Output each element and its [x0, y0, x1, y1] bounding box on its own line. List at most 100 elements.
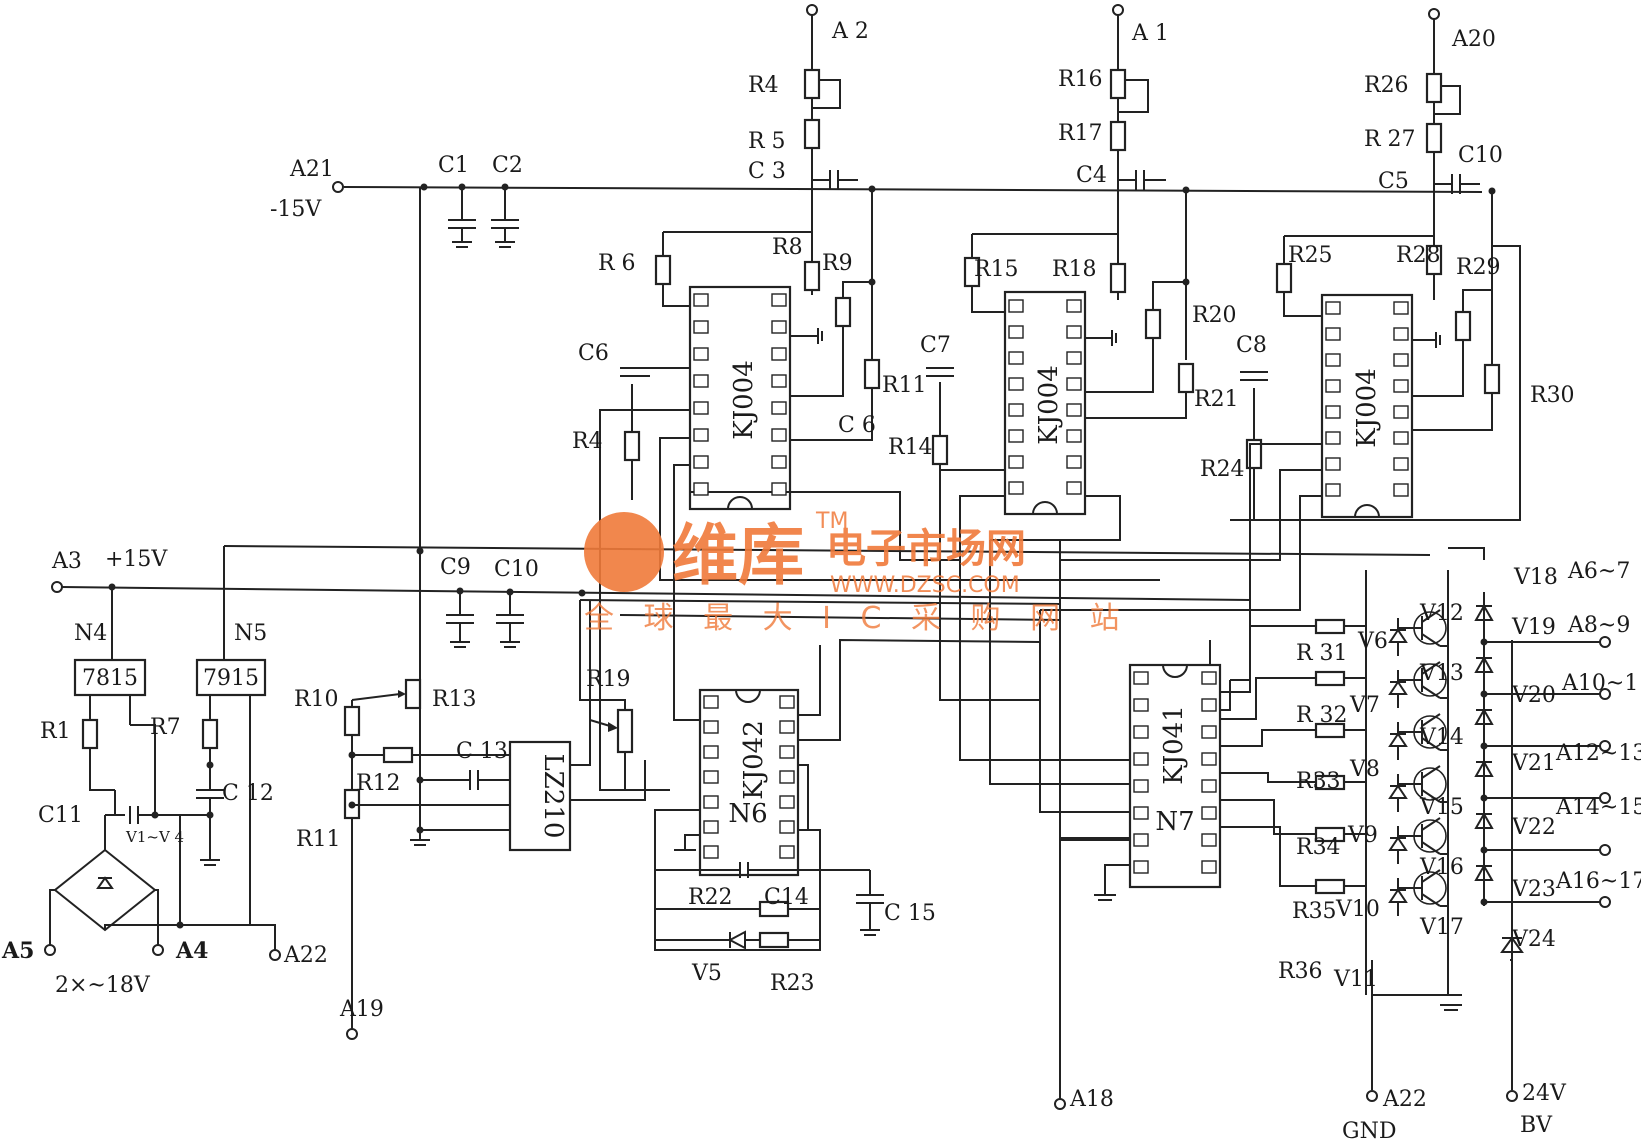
- kj004-1-pin: [693, 482, 709, 496]
- kj004-1-pin: [693, 428, 709, 442]
- output-row: [1220, 799, 1611, 864]
- kj004-1-pin: [693, 320, 709, 334]
- kj004-chip-2: KJ004: [1003, 290, 1087, 516]
- kj042-pin: [703, 770, 719, 784]
- kj041-pin: [1133, 860, 1149, 874]
- kj004-3-pin: [1325, 353, 1341, 367]
- reg-7915-label: 7915: [203, 666, 259, 691]
- kj042-pin: [703, 820, 719, 834]
- a2-terminal[interactable]: [806, 4, 818, 16]
- kj004-1-pin: [693, 401, 709, 415]
- kj004-2-pin: [1008, 325, 1024, 339]
- kj041-pin: [1201, 671, 1217, 685]
- kj004-2-pin: [1066, 351, 1082, 365]
- kj004-2-pin: [1008, 481, 1024, 495]
- minus15v-rail: [332, 181, 1496, 195]
- reference-network: [343, 678, 570, 1040]
- capacitor-c2: [491, 187, 519, 248]
- kj004-1-pin: [771, 455, 787, 469]
- protection-diode: [1388, 888, 1408, 903]
- output-terminal[interactable]: [1599, 740, 1611, 752]
- a4-terminal[interactable]: [152, 944, 164, 956]
- a20-terminal[interactable]: [1428, 8, 1440, 20]
- kj041-pin: [1201, 779, 1217, 793]
- regulator-7915: 7915: [195, 658, 267, 925]
- kj004-3-pin: [1325, 457, 1341, 471]
- kj004-3-pin: [1393, 327, 1409, 341]
- kj041-pin: [1201, 752, 1217, 766]
- a5-terminal[interactable]: [44, 944, 56, 956]
- capacitor-c1: [448, 187, 476, 248]
- a3-terminal[interactable]: [51, 581, 63, 593]
- kj042-pin: [703, 720, 719, 734]
- output-terminal[interactable]: [1599, 844, 1611, 856]
- protection-diode: [1388, 732, 1408, 747]
- kj042-pin: [779, 820, 795, 834]
- output-row: [1220, 592, 1611, 693]
- kj004-2-pin: [1066, 403, 1082, 417]
- kj004-2-pin: [1008, 299, 1024, 313]
- supply-caps: [105, 760, 224, 866]
- kj004-1-pin: [771, 293, 787, 307]
- kj042-pin: [779, 795, 795, 809]
- lz210-chip: LZ210: [508, 600, 646, 852]
- kj004-3-pin: [1393, 483, 1409, 497]
- kj004-2-pin: [1066, 481, 1082, 495]
- output-row: [1220, 696, 1611, 760]
- kj042-pin: [779, 845, 795, 859]
- kj042-pin: [779, 720, 795, 734]
- output-terminal[interactable]: [1599, 896, 1611, 908]
- a19-terminal[interactable]: [346, 1028, 358, 1040]
- kj004-1-pin: [771, 347, 787, 361]
- kj004-2-pin: [1066, 455, 1082, 469]
- kj004-1-pin: [771, 374, 787, 388]
- kj041-pin: [1133, 779, 1149, 793]
- kj004-3-label: KJ004: [1352, 368, 1382, 447]
- a1-terminal[interactable]: [1112, 4, 1124, 16]
- regulator-7815: 7815: [73, 587, 156, 815]
- kj042-pin: [779, 770, 795, 784]
- kj004-3-pin: [1393, 431, 1409, 445]
- channel-a1-network: [926, 4, 1195, 500]
- kj041-pin: [1201, 833, 1217, 847]
- 24v-terminal[interactable]: [1506, 1090, 1518, 1102]
- kj004-3-pin: [1325, 405, 1341, 419]
- output-terminal[interactable]: [1599, 688, 1611, 700]
- kj004-1-pin: [771, 428, 787, 442]
- kj041-pin: [1133, 833, 1149, 847]
- kj042-pin: [703, 795, 719, 809]
- kj041-label: KJ041: [1159, 705, 1189, 784]
- output-terminal[interactable]: [1599, 636, 1611, 648]
- kj004-2-pin: [1066, 377, 1082, 391]
- kj041-pin: [1133, 725, 1149, 739]
- kj004-3-pin: [1325, 327, 1341, 341]
- capacitor-c10-mid: [496, 592, 524, 648]
- base-resistor: [1314, 878, 1346, 895]
- kj042-label: KJ042: [739, 720, 769, 799]
- kj042-pin: [703, 745, 719, 759]
- kj004-1-pin: [693, 293, 709, 307]
- kj004-1-pin: [771, 482, 787, 496]
- kj004-3-pin: [1393, 353, 1409, 367]
- output-row: [1220, 644, 1611, 720]
- kj004-1-pin: [693, 455, 709, 469]
- kj004-1-pin: [693, 374, 709, 388]
- base-resistor: [1314, 826, 1346, 843]
- a21-terminal[interactable]: [332, 181, 344, 193]
- kj041-pin: [1133, 752, 1149, 766]
- a22-left-terminal[interactable]: [269, 949, 281, 961]
- base-resistor: [1314, 774, 1346, 791]
- output-terminal[interactable]: [1599, 792, 1611, 804]
- kj004-1-label: KJ004: [729, 360, 759, 439]
- kj042-pin: [703, 845, 719, 859]
- output-row: [1220, 748, 1611, 812]
- kj041-pin: [1201, 698, 1217, 712]
- kj041-pin: [1133, 698, 1149, 712]
- a18-terminal[interactable]: [1054, 1098, 1066, 1110]
- kj004-2-pin: [1008, 377, 1024, 391]
- protection-diode: [1388, 836, 1408, 851]
- kj004-3-pin: [1393, 301, 1409, 315]
- gnd-terminal[interactable]: [1366, 1090, 1378, 1102]
- kj042-pin: [779, 745, 795, 759]
- base-resistor: [1314, 722, 1346, 739]
